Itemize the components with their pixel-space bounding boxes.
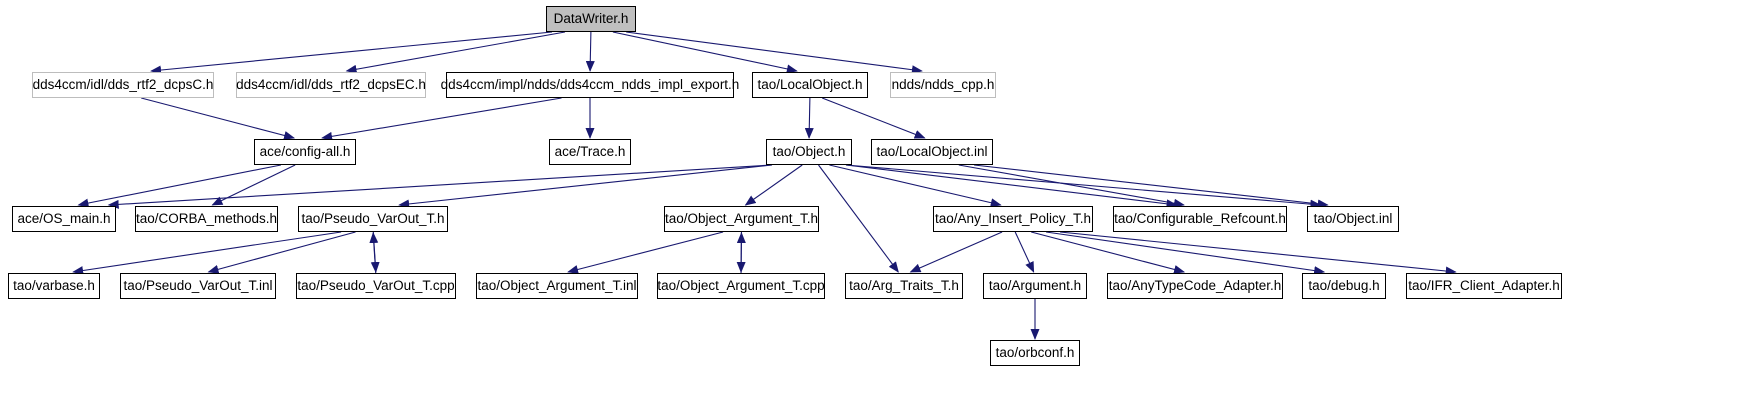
graph-edge (398, 164, 773, 209)
graph-edge (909, 231, 1003, 273)
graph-node-n5[interactable]: ndds/ndds_cpp.h (890, 72, 996, 98)
graph-node-n12[interactable]: tao/Pseudo_VarOut_T.h (298, 206, 448, 232)
graph-node-n24[interactable]: tao/AnyTypeCode_Adapter.h (1107, 273, 1283, 299)
graph-node-n23[interactable]: tao/Argument.h (983, 273, 1087, 299)
graph-node-n21[interactable]: tao/Object_Argument_T.cpp (657, 273, 825, 299)
graph-node-label: tao/debug.h (1308, 278, 1380, 294)
graph-node-n0[interactable]: DataWriter.h (546, 6, 636, 32)
graph-node-n4[interactable]: tao/LocalObject.h (752, 72, 868, 98)
graph-node-n6[interactable]: ace/config-all.h (254, 139, 356, 165)
graph-node-n11[interactable]: tao/CORBA_methods.h (135, 206, 278, 232)
graph-edge (370, 231, 380, 273)
graph-edge (1060, 231, 1457, 276)
graph-node-n26[interactable]: tao/IFR_Client_Adapter.h (1406, 273, 1562, 299)
graph-node-label: tao/Object_Argument_T.cpp (657, 278, 825, 294)
graph-node-n27[interactable]: tao/orbconf.h (990, 340, 1080, 366)
graph-node-label: dds4ccm/idl/dds_rtf2_dcpsC.h (32, 77, 214, 93)
graph-node-label: dds4ccm/impl/ndds/dds4ccm_ndds_impl_expo… (440, 77, 740, 93)
graph-node-n17[interactable]: tao/varbase.h (8, 273, 100, 299)
graph-edge (829, 164, 1002, 208)
graph-edge (822, 97, 926, 139)
graph-node-label: tao/Pseudo_VarOut_T.inl (123, 278, 273, 294)
graph-node-n25[interactable]: tao/debug.h (1302, 273, 1386, 299)
graph-node-n13[interactable]: tao/Object_Argument_T.h (664, 206, 819, 232)
graph-node-label: dds4ccm/idl/dds_rtf2_dcpsEC.h (236, 77, 426, 93)
graph-node-label: tao/CORBA_methods.h (135, 211, 278, 227)
graph-node-n7[interactable]: ace/Trace.h (549, 139, 631, 165)
graph-edge (77, 164, 282, 208)
graph-node-n16[interactable]: tao/Object.inl (1307, 206, 1399, 232)
graph-node-label: tao/LocalObject.inl (876, 144, 988, 160)
graph-node-n18[interactable]: tao/Pseudo_VarOut_T.inl (120, 273, 276, 299)
graph-edge (744, 164, 803, 206)
graph-node-label: tao/Configurable_Refcount.h (1114, 211, 1286, 227)
graph-node-label: tao/Arg_Traits_T.h (849, 278, 959, 294)
graph-edge (72, 231, 342, 275)
graph-node-label: tao/Any_Insert_Policy_T.h (934, 211, 1092, 227)
graph-edge (845, 164, 1178, 209)
graph-node-n9[interactable]: tao/LocalObject.inl (871, 139, 993, 165)
graph-node-label: tao/Pseudo_VarOut_T.h (301, 211, 445, 227)
graph-node-label: ace/config-all.h (259, 144, 351, 160)
graph-node-n3[interactable]: dds4ccm/impl/ndds/dds4ccm_ndds_impl_expo… (441, 72, 739, 98)
graph-edge (1031, 231, 1186, 274)
graph-edge (345, 31, 566, 74)
graph-node-n22[interactable]: tao/Arg_Traits_T.h (845, 273, 963, 299)
graph-node-label: tao/Argument.h (988, 278, 1082, 294)
graph-node-label: tao/IFR_Client_Adapter.h (1408, 278, 1560, 294)
graph-edge (567, 231, 724, 274)
graph-node-label: ace/OS_main.h (17, 211, 111, 227)
graph-edge (958, 164, 1185, 208)
graph-edge (845, 164, 1322, 209)
graph-edge (804, 97, 814, 139)
graph-node-label: tao/Object.h (772, 144, 846, 160)
graph-node-label: tao/orbconf.h (995, 345, 1075, 361)
graph-node-n15[interactable]: tao/Configurable_Refcount.h (1113, 206, 1287, 232)
graph-node-n14[interactable]: tao/Any_Insert_Policy_T.h (933, 206, 1093, 232)
graph-node-label: tao/Object_Argument_T.h (664, 211, 819, 227)
graph-node-n1[interactable]: dds4ccm/idl/dds_rtf2_dcpsC.h (32, 72, 214, 98)
graph-edge (150, 31, 553, 75)
graph-edge (974, 164, 1329, 209)
graph-node-label: tao/AnyTypeCode_Adapter.h (1108, 278, 1282, 294)
graph-edge (626, 31, 923, 75)
graph-edge (211, 164, 296, 206)
graph-edge (1046, 231, 1326, 276)
graph-edge (141, 97, 296, 140)
graph-node-label: ndds/ndds_cpp.h (891, 77, 995, 93)
graph-edge (107, 164, 773, 209)
graph-node-label: ace/Trace.h (554, 144, 626, 160)
graph-node-label: tao/LocalObject.h (757, 77, 863, 93)
graph-edge (369, 232, 379, 274)
graph-edge (1014, 231, 1035, 273)
graph-node-n2[interactable]: dds4ccm/idl/dds_rtf2_dcpsEC.h (236, 72, 426, 98)
graph-edge (585, 31, 595, 72)
graph-edge (818, 164, 899, 273)
graph-node-label: tao/varbase.h (13, 278, 95, 294)
graph-node-label: tao/Object.inl (1313, 211, 1393, 227)
graph-edge (207, 231, 356, 274)
graph-node-label: tao/Object_Argument_T.inl (477, 278, 637, 294)
graph-node-label: DataWriter.h (553, 11, 629, 27)
graph-node-n10[interactable]: ace/OS_main.h (12, 206, 116, 232)
graph-edge (612, 31, 798, 74)
graph-edge (321, 97, 562, 141)
graph-node-n8[interactable]: tao/Object.h (766, 139, 852, 165)
graph-node-n20[interactable]: tao/Object_Argument_T.inl (476, 273, 638, 299)
graph-node-label: tao/Pseudo_VarOut_T.cpp (297, 278, 455, 294)
graph-node-n19[interactable]: tao/Pseudo_VarOut_T.cpp (296, 273, 456, 299)
